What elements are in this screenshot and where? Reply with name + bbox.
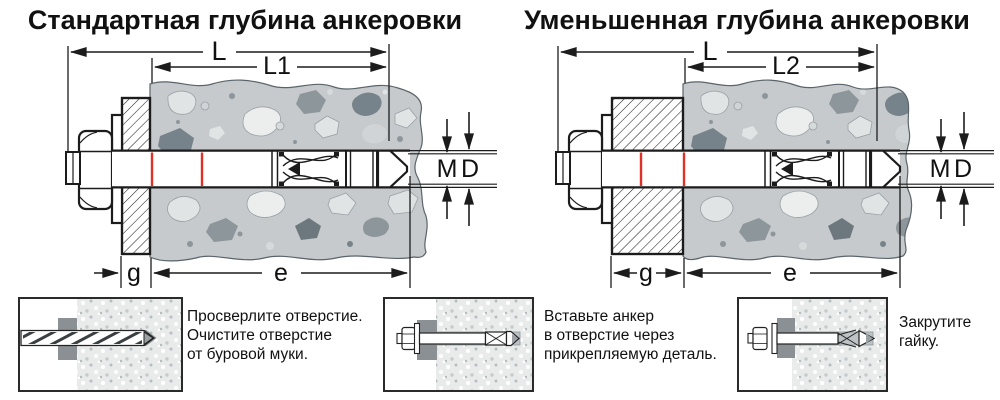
diameter-leader-lines-right bbox=[898, 150, 994, 188]
diameter-leader-lines-left bbox=[408, 150, 497, 188]
step-3-text-line: гайку. bbox=[899, 333, 940, 350]
dimension-lines-right bbox=[557, 44, 901, 288]
step-3-illustration bbox=[747, 299, 886, 390]
dim-label-L2: L2 bbox=[772, 52, 800, 80]
step-2-illustration bbox=[396, 299, 532, 390]
step-2-text: Вставьте анкер в отверстие через прикреп… bbox=[544, 307, 717, 364]
step-1-illustration bbox=[20, 299, 181, 390]
step-2-text-line: прикрепляемую деталь. bbox=[544, 346, 717, 363]
step-2-text-line: в отверстие через bbox=[544, 327, 675, 344]
dim-label-D-left: D bbox=[460, 155, 480, 183]
dim-label-e-right: e bbox=[783, 259, 797, 287]
dim-label-L-left: L bbox=[211, 36, 227, 66]
step-1-text-line: от буровой муки. bbox=[187, 346, 309, 363]
step-1-text-line: Просверлите отверстие. bbox=[187, 308, 363, 325]
dim-label-L1: L1 bbox=[263, 52, 291, 80]
dim-label-g-left: g bbox=[127, 259, 141, 287]
step-2-text-line: Вставьте анкер bbox=[544, 308, 654, 325]
step-1-text: Просверлите отверстие. Очистите отверсти… bbox=[187, 307, 363, 364]
dim-label-e-left: e bbox=[274, 259, 288, 287]
dimension-lines-left bbox=[67, 44, 411, 288]
step-1-text-line: Очистите отверстие bbox=[187, 327, 332, 344]
diagram-title-standard: Стандартная глубина анкеровки bbox=[27, 5, 463, 35]
dim-label-g-right: g bbox=[639, 259, 653, 287]
step-3-image bbox=[737, 297, 888, 392]
dim-label-M-left: M bbox=[436, 155, 458, 183]
step-3-text-line: Закрутите bbox=[899, 314, 972, 331]
step-2-image bbox=[383, 297, 534, 392]
dimension-arrows-right bbox=[559, 47, 969, 278]
step-3-text: Закрутите гайку. bbox=[899, 313, 971, 351]
dim-label-D-right: D bbox=[953, 155, 973, 183]
diagram-reduced-depth bbox=[555, 44, 994, 288]
dimension-arrows-left bbox=[69, 47, 474, 278]
dim-label-M-right: M bbox=[929, 155, 951, 183]
step-1-image bbox=[18, 297, 183, 392]
diagram-standard-depth bbox=[65, 44, 497, 288]
diagram-title-reduced: Уменьшенная глубина анкеровки bbox=[524, 5, 970, 35]
dim-label-L-right: L bbox=[702, 36, 718, 66]
